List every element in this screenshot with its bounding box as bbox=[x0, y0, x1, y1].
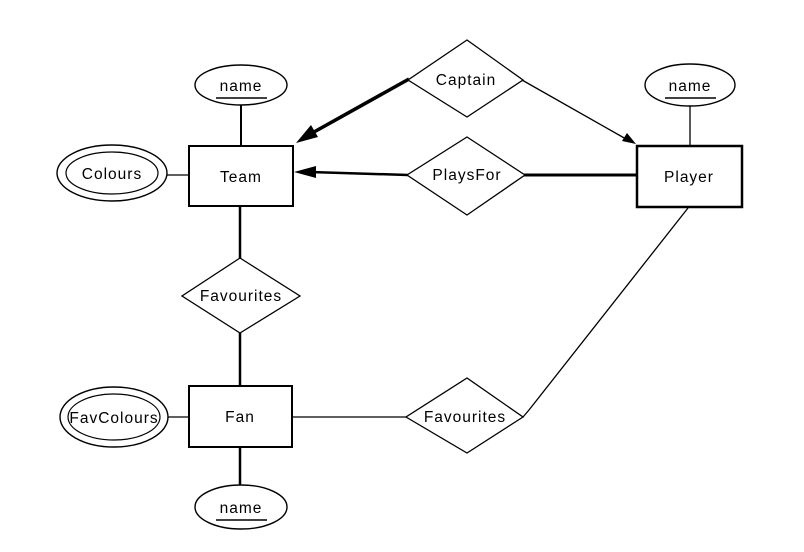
attribute-team-colours: Colours bbox=[56, 144, 168, 202]
relationship-favourites-team-diamond bbox=[180, 257, 302, 334]
attribute-player-name-ellipse bbox=[644, 63, 736, 107]
relationship-favourites-player: Favourites bbox=[404, 377, 525, 454]
entity-fan-label: Fan bbox=[225, 409, 255, 426]
attribute-team-colours-inner-ellipse bbox=[65, 151, 159, 195]
relationship-captain-label: Captain bbox=[436, 72, 496, 89]
entity-team-box bbox=[188, 145, 294, 207]
entity-fan-box bbox=[188, 385, 293, 448]
attribute-fan-name-ellipse bbox=[194, 484, 288, 530]
entity-player-box bbox=[635, 144, 744, 209]
arrowhead-captain-player bbox=[622, 133, 636, 144]
attribute-team-name: name bbox=[194, 64, 288, 106]
attribute-fan-name: name bbox=[194, 484, 288, 530]
attribute-fan-favcolours-inner-ellipse bbox=[67, 393, 161, 441]
relationship-playsfor: PlaysFor bbox=[405, 136, 527, 216]
entity-fan: Fan bbox=[188, 385, 293, 448]
entity-team-label: Team bbox=[220, 169, 262, 186]
link-captain-player bbox=[521, 79, 627, 140]
relationship-favourites-player-label: Favourites bbox=[424, 409, 506, 426]
connectors bbox=[166, 77, 691, 486]
attribute-fan-name-label: name bbox=[220, 500, 263, 517]
link-favourites2-player bbox=[522, 207, 689, 418]
relationship-playsfor-label: PlaysFor bbox=[432, 167, 501, 184]
link-captain-team bbox=[313, 77, 410, 134]
arrowhead-playsfor-team bbox=[294, 166, 316, 178]
entity-team: Team bbox=[188, 145, 294, 207]
relationship-captain-diamond bbox=[406, 39, 525, 118]
arrowhead-captain-team bbox=[296, 125, 318, 143]
relationship-captain: Captain bbox=[406, 39, 525, 118]
attribute-player-name-label: name bbox=[669, 78, 712, 95]
attribute-team-name-label: name bbox=[220, 78, 263, 95]
attribute-fan-favcolours: FavColours bbox=[59, 386, 169, 448]
attribute-team-colours-label: Colours bbox=[82, 166, 142, 183]
link-playsfor-team bbox=[309, 170, 409, 177]
relationship-favourites-player-diamond bbox=[404, 377, 525, 454]
attribute-fan-favcolours-label: FavColours bbox=[69, 410, 158, 427]
relationship-favourites-team: Favourites bbox=[180, 257, 302, 334]
entity-player-label: Player bbox=[664, 169, 714, 186]
relationship-favourites-team-label: Favourites bbox=[200, 288, 282, 305]
attribute-player-name: name bbox=[644, 63, 736, 107]
entity-player: Player bbox=[635, 144, 744, 209]
attribute-team-name-ellipse bbox=[194, 64, 288, 106]
relationship-playsfor-diamond bbox=[405, 136, 527, 216]
